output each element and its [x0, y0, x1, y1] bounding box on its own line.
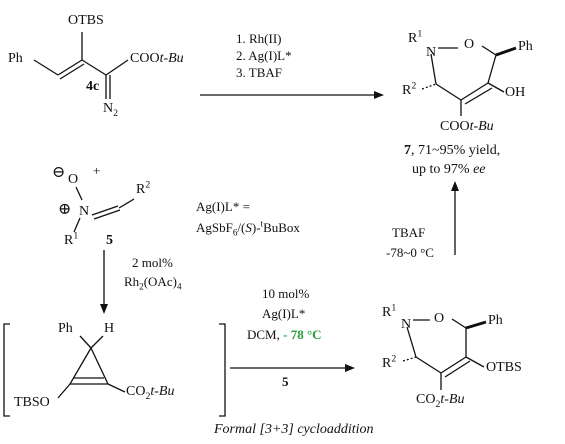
- ligand-line1: Ag(I)L* =: [196, 199, 250, 214]
- n5-plus: +: [93, 163, 101, 178]
- rh-line1: 2 mol%: [132, 255, 173, 270]
- ag-arrow: [230, 364, 355, 372]
- p7-o: O: [464, 37, 475, 52]
- int-r1: R1: [382, 302, 397, 320]
- c4c-label: 4c: [86, 79, 100, 94]
- n5-r2: R2: [136, 179, 151, 197]
- p7-ester: COOt-Bu: [440, 119, 494, 134]
- ag-line4: 5: [282, 374, 289, 389]
- n5-minus: ⊖: [52, 164, 66, 181]
- product-7-bonds: [421, 45, 517, 116]
- step1-tbaf: 3. TBAF: [236, 65, 282, 80]
- main-arrow: [200, 91, 384, 99]
- ag-line3: DCM, - 78 °C: [247, 327, 322, 342]
- c4c-otbs: OTBS: [68, 13, 104, 28]
- cp-ph: Ph: [58, 321, 73, 336]
- cyclopropene-bonds: [57, 335, 126, 399]
- nitrone-5-bonds: [73, 186, 135, 233]
- cp-h: H: [104, 321, 115, 336]
- c4c-ester: COOt-Bu: [130, 51, 184, 66]
- rh-line2: Rh2(OAc)4: [124, 274, 182, 292]
- intermediate-bonds: [402, 318, 487, 390]
- p7-oh: OH: [505, 85, 526, 100]
- n5-label: 5: [106, 233, 113, 248]
- c4c-ph: Ph: [8, 51, 23, 66]
- c4c-n2: N2: [103, 101, 119, 119]
- n5-plus-circle: ⊕: [58, 201, 72, 218]
- step1-ag: 2. Ag(I)L*: [236, 48, 292, 63]
- int-o: O: [434, 311, 445, 326]
- n5-n: N: [79, 204, 90, 219]
- p7-result-line2: up to 97% ee: [412, 162, 486, 177]
- int-r2: R2: [382, 353, 397, 371]
- tbaf-line2: -78~0 °C: [386, 245, 434, 260]
- cp-tbso: TBSO: [14, 395, 50, 410]
- brackets: [3, 323, 226, 417]
- cp-ester: CO2t-Bu: [126, 384, 175, 402]
- int-ph: Ph: [488, 313, 503, 328]
- ligand-line2: AgSbF6/(S)-tBuBox: [196, 218, 300, 238]
- step1-rh: 1. Rh(II): [236, 31, 282, 46]
- int-ester: CO2t-Bu: [416, 392, 465, 410]
- ag-line2: Ag(I)L*: [262, 306, 306, 321]
- p7-n: N: [426, 45, 437, 60]
- int-otbs: OTBS: [486, 360, 522, 375]
- n5-r1: R1: [64, 230, 79, 248]
- p7-r1: R1: [408, 28, 423, 46]
- p7-result-line1: 7, 71~95% yield,: [404, 143, 501, 158]
- down-arrow: [100, 250, 108, 314]
- int-n: N: [401, 317, 412, 332]
- p7-ph: Ph: [518, 39, 533, 54]
- up-arrow: [451, 181, 459, 255]
- tbaf-line1: TBAF: [392, 225, 426, 240]
- ag-line1: 10 mol%: [262, 286, 310, 301]
- p7-r2: R2: [402, 80, 417, 98]
- n5-o: O: [68, 172, 79, 187]
- compound-4c-bonds: [33, 32, 129, 99]
- caption: Formal [3+3] cycloaddition: [214, 422, 374, 437]
